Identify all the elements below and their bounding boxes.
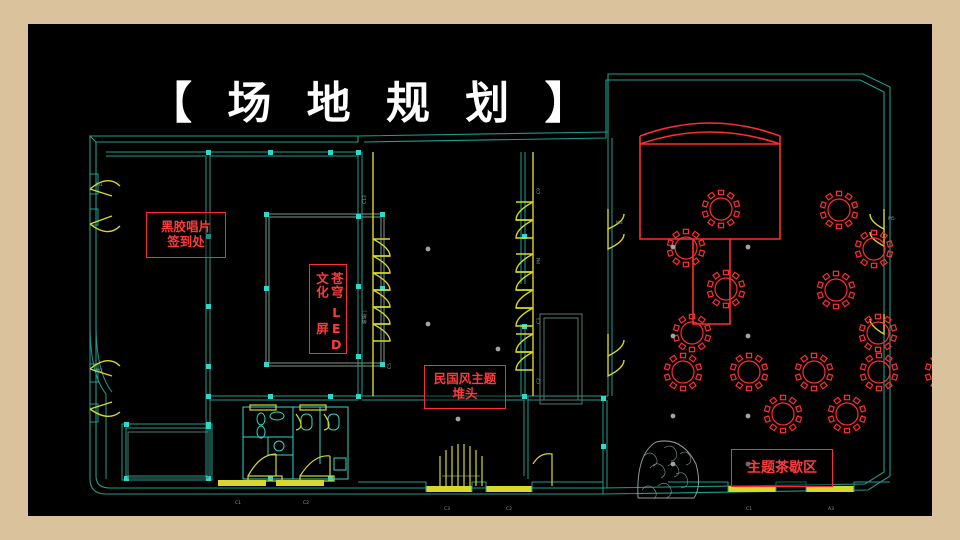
restroom-block	[242, 404, 349, 482]
table-row	[819, 190, 859, 230]
svg-text:M3: M3	[616, 220, 623, 226]
doors-and-partitions	[89, 152, 885, 417]
table-row	[729, 352, 769, 392]
table-row	[859, 352, 899, 392]
bottom-wall-openings	[218, 480, 890, 492]
svg-text:C13: C13	[362, 195, 368, 204]
svg-text:C2: C2	[506, 506, 512, 512]
label-line-2: LED屏	[314, 305, 344, 353]
label-line-2: 堆头	[452, 386, 478, 401]
table-row	[706, 269, 746, 309]
table-row	[924, 354, 932, 390]
label-line-1: 主题茶歇区	[747, 459, 817, 476]
stair-rail	[439, 444, 553, 486]
svg-text:C1: C1	[235, 500, 241, 506]
svg-text:C3: C3	[536, 318, 542, 324]
dimension-notes: C13 玻璃门 C9 C3 M4 C2 C5 C1 C2 C3 C2 C1 A3…	[96, 182, 895, 512]
label-line-1: 苍穹文化	[314, 271, 344, 299]
furniture-blocks	[127, 313, 583, 479]
svg-text:A3: A3	[828, 506, 834, 512]
main-stage	[639, 122, 781, 325]
label-led-screen: 苍穹文化 LED屏	[309, 264, 347, 354]
plan-canvas: C13 玻璃门 C9 C3 M4 C2 C5 C1 C2 C3 C2 C1 A3…	[28, 24, 932, 516]
banquet-tables	[663, 189, 932, 434]
svg-text:M1: M1	[96, 182, 103, 188]
svg-text:C9: C9	[536, 188, 542, 194]
floor-plan-drawing: C13 玻璃门 C9 C3 M4 C2 C5 C1 C2 C3 C2 C1 A3…	[88, 73, 932, 512]
table-row	[858, 313, 898, 353]
building-outline	[88, 73, 891, 495]
table-row	[663, 352, 703, 392]
floor-markers	[425, 244, 751, 467]
label-line-1: 民国风主题	[433, 371, 497, 387]
table-row	[854, 229, 894, 269]
table-row	[701, 189, 741, 229]
planting-bed	[637, 440, 700, 500]
svg-text:C3: C3	[444, 506, 450, 512]
page-title: 【 场 地 规 划 】	[148, 78, 599, 129]
svg-text:C1: C1	[746, 506, 752, 512]
svg-text:C2: C2	[303, 500, 309, 506]
label-republic-theme-display: 民国风主题 堆头	[424, 365, 506, 409]
table-row	[763, 394, 803, 434]
table-row	[816, 270, 856, 310]
svg-text:M2: M2	[96, 368, 103, 374]
label-line-1: 黑胶唱片	[160, 219, 211, 235]
svg-text:C2: C2	[536, 378, 542, 384]
label-themed-tea-break-area: 主题茶歇区	[731, 449, 833, 487]
label-line-2: 签到处	[167, 234, 205, 249]
table-row	[794, 352, 834, 392]
svg-text:M4: M4	[536, 257, 542, 264]
interior-walls	[89, 132, 613, 494]
table-row	[672, 313, 712, 353]
svg-text:M5: M5	[888, 216, 895, 222]
svg-text:玻璃门: 玻璃门	[361, 310, 368, 324]
table-row	[827, 394, 867, 434]
svg-text:C5: C5	[387, 363, 393, 369]
label-vinyl-check-in: 黑胶唱片 签到处	[146, 212, 226, 258]
